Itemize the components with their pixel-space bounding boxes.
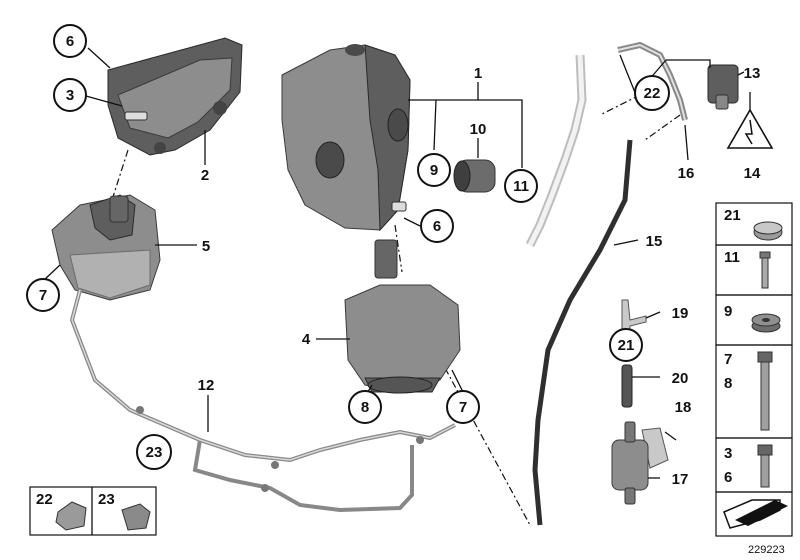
label-13: 13 <box>744 65 761 82</box>
label-14: 14 <box>744 165 761 182</box>
vacuum-pipe-upper <box>525 54 587 248</box>
inset-label-22: 22 <box>36 491 53 508</box>
panel-label-7: 7 <box>724 351 732 368</box>
callout-6b: 6 <box>420 209 454 243</box>
panel-label-3: 3 <box>724 445 732 462</box>
engine-bracket-center <box>281 44 411 232</box>
callout-label: 11 <box>513 178 529 195</box>
callout-7b: 7 <box>446 390 480 424</box>
engine-bracket-left <box>107 37 243 156</box>
electrical-connector-icon <box>726 108 774 149</box>
callout-label: 8 <box>361 399 369 416</box>
callout-label: 7 <box>459 399 467 416</box>
assembly-dash-lines <box>111 94 681 526</box>
label-2: 2 <box>201 167 209 184</box>
hose-clamp-icon <box>753 221 783 241</box>
document-number: 229223 <box>748 544 785 556</box>
inset-label-23: 23 <box>98 491 115 508</box>
callout-label: 3 <box>66 87 74 104</box>
callout-11: 11 <box>504 169 538 203</box>
clip-22-icon <box>55 501 87 531</box>
arrow-icon <box>723 499 788 529</box>
vacuum-line-12 <box>69 289 456 513</box>
panel-label-11: 11 <box>724 249 740 266</box>
callout-9: 9 <box>417 153 451 187</box>
engine-mount-left <box>51 194 161 301</box>
label-15: 15 <box>646 233 663 250</box>
callout-label: 7 <box>39 287 47 304</box>
callout-21: 21 <box>609 328 643 362</box>
callout-label: 22 <box>644 85 661 102</box>
panel-label-9: 9 <box>724 303 732 320</box>
callout-23: 23 <box>136 434 172 470</box>
label-16: 16 <box>678 165 695 182</box>
label-20: 20 <box>672 370 689 387</box>
label-17: 17 <box>672 471 689 488</box>
callout-label: 21 <box>618 337 635 354</box>
label-10: 10 <box>470 121 487 138</box>
callout-6a: 6 <box>53 24 87 58</box>
callout-3: 3 <box>53 78 87 112</box>
bolt-icon <box>759 251 771 289</box>
label-1: 1 <box>474 65 482 82</box>
engine-mount-right <box>344 239 461 394</box>
callout-22: 22 <box>634 75 670 111</box>
vacuum-hose-15 <box>532 139 633 526</box>
hose-piece <box>621 364 633 408</box>
panel-label-8: 8 <box>724 375 732 392</box>
label-12: 12 <box>198 377 215 394</box>
callout-7a: 7 <box>26 278 60 312</box>
rubber-bushing <box>453 159 496 193</box>
label-4: 4 <box>302 331 311 348</box>
washer-icon <box>751 313 781 333</box>
long-bolt-icon <box>757 351 773 431</box>
clips-inset: 22 23 <box>29 486 157 536</box>
clip-23-icon <box>121 503 151 531</box>
panel-label-21: 21 <box>724 207 741 224</box>
label-19: 19 <box>672 305 689 322</box>
panel-label-6: 6 <box>724 469 732 486</box>
callout-label: 9 <box>430 162 438 179</box>
callout-label: 6 <box>433 218 441 235</box>
callout-8: 8 <box>348 390 382 424</box>
short-bolt-icon <box>757 444 773 488</box>
label-5: 5 <box>202 238 210 255</box>
small-parts-panel: 21 11 9 7 8 3 6 <box>715 202 793 537</box>
vacuum-pipe-22 <box>617 41 688 121</box>
callout-label: 23 <box>146 444 163 461</box>
leader-lines <box>43 47 751 479</box>
callout-label: 6 <box>66 33 74 50</box>
solenoid-valve <box>707 64 739 110</box>
label-18: 18 <box>675 399 692 416</box>
vacuum-filter <box>611 421 649 505</box>
